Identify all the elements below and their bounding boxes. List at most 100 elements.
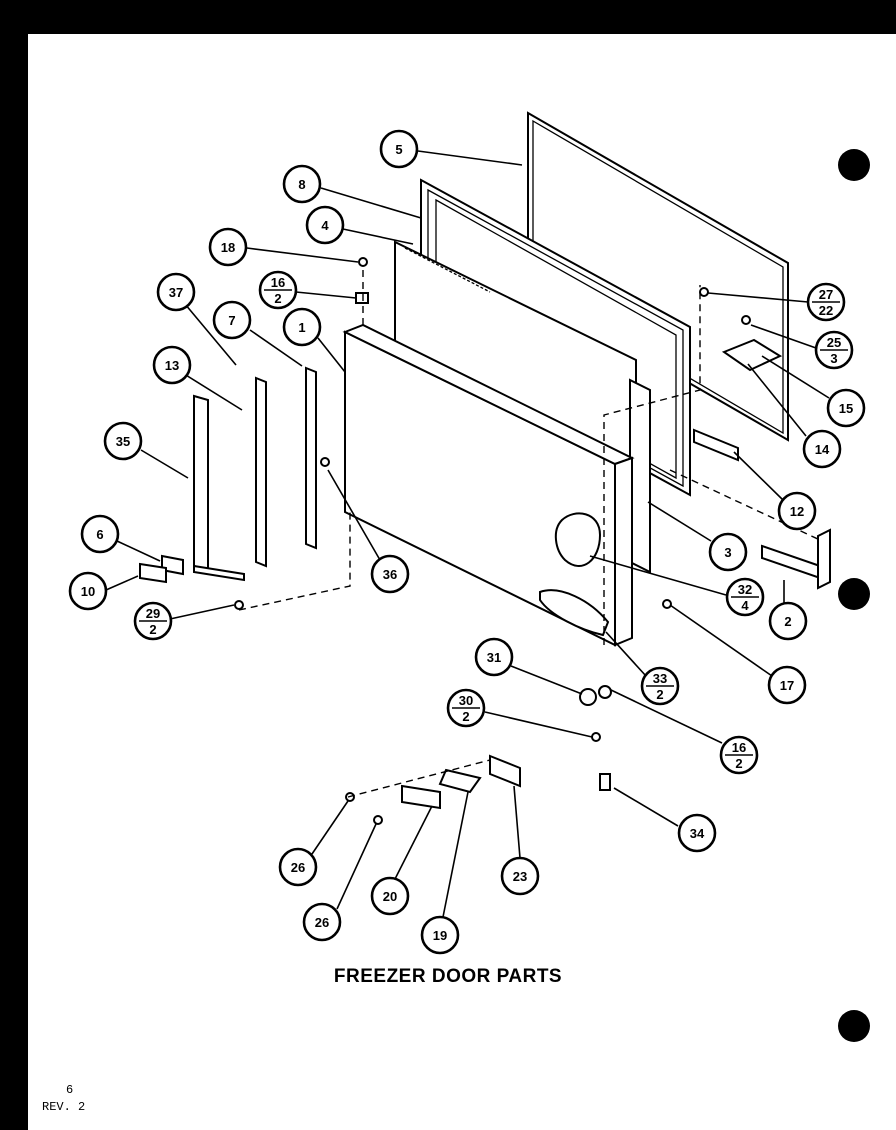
callout-1-label: 1	[298, 320, 305, 335]
part-20-hinge-pin	[401, 784, 441, 810]
callout-7-label: 7	[228, 313, 235, 328]
callout-19-label: 19	[433, 928, 447, 943]
callout-25-3-num: 25	[827, 335, 841, 350]
callout-15: 15	[826, 388, 866, 428]
callout-30-2-den: 2	[462, 709, 469, 724]
callout-16-2-lower-num: 16	[732, 740, 746, 755]
callout-15-label: 15	[839, 401, 853, 416]
part-27-screw	[699, 287, 709, 297]
part-31-washer	[579, 688, 597, 706]
callout-32-4-den: 4	[741, 598, 749, 613]
part-37-trim-strip	[255, 376, 267, 568]
callout-6-label: 6	[96, 527, 103, 542]
revision-label: REV. 2	[42, 1100, 86, 1114]
callout-3-label: 3	[724, 545, 731, 560]
callout-34: 34	[677, 813, 717, 853]
part-34-pin	[599, 773, 611, 791]
callout-29-2-den: 2	[149, 622, 156, 637]
part-16-bushing-upper	[355, 292, 369, 304]
callout-37: 37	[156, 272, 196, 312]
callout-23: 23	[500, 856, 540, 896]
part-26-screw-b	[373, 815, 383, 825]
callout-12: 12	[777, 491, 817, 531]
callout-1: 1	[282, 307, 322, 347]
callout-31: 31	[474, 637, 514, 677]
callout-25-3-den: 3	[830, 351, 837, 366]
leader-lines	[105, 150, 830, 918]
page-number: 6	[66, 1083, 74, 1097]
callout-16-2-lower-den: 2	[735, 756, 742, 771]
callout-14-label: 14	[815, 442, 830, 457]
alignment-line-bottom	[347, 759, 491, 798]
callout-2-label: 2	[784, 614, 791, 629]
callout-19: 19	[420, 915, 460, 955]
part-18-screw	[358, 257, 368, 267]
part-16-bushing-lower	[598, 685, 612, 699]
part-1-door-panel	[342, 323, 635, 647]
callout-26-a: 26	[278, 847, 318, 887]
callout-27-22-num: 27	[819, 287, 833, 302]
callout-33-2-den: 2	[656, 687, 663, 702]
callout-30-2: 302	[446, 688, 486, 728]
part-7-trim-strip	[305, 366, 317, 550]
callout-37-label: 37	[169, 285, 183, 300]
part-12-bracket	[693, 428, 739, 462]
callout-3: 3	[708, 532, 748, 572]
callout-16-2-upper-num: 16	[271, 275, 285, 290]
part-30-screw	[591, 732, 601, 742]
callout-29-2-num: 29	[146, 606, 160, 621]
part-6-plug	[161, 554, 184, 576]
callout-30-2-num: 30	[459, 693, 473, 708]
callout-18-label: 18	[221, 240, 235, 255]
part-2-hinge	[761, 528, 831, 590]
callout-13-label: 13	[165, 358, 179, 373]
part-19-shim	[438, 768, 482, 794]
callout-33-2-num: 33	[653, 671, 667, 686]
part-14-bracket	[721, 338, 783, 372]
punch-hole-bottom	[838, 1010, 870, 1042]
callout-32-4: 324	[725, 577, 765, 617]
callout-12-label: 12	[790, 504, 804, 519]
alignment-line-right	[603, 285, 701, 645]
callout-8-label: 8	[298, 177, 305, 192]
part-25-screw	[741, 315, 751, 325]
callout-31-label: 31	[487, 650, 501, 665]
callout-6: 6	[80, 514, 120, 554]
callout-10: 10	[68, 571, 108, 611]
part-23-hinge-plate	[489, 754, 521, 788]
callout-20-label: 20	[383, 889, 397, 904]
punch-hole-middle	[838, 578, 870, 610]
callout-16-2-lower: 162	[719, 735, 759, 775]
callout-20: 20	[370, 876, 410, 916]
callout-4: 4	[305, 205, 345, 245]
callout-14: 14	[802, 429, 842, 469]
callout-5: 5	[379, 129, 419, 169]
diagram-title: FREEZER DOOR PARTS	[333, 966, 563, 987]
callout-35-label: 35	[116, 434, 130, 449]
callout-17-label: 17	[780, 678, 794, 693]
callout-29-2: 292	[133, 601, 173, 641]
punch-hole-top	[838, 149, 870, 181]
part-5-outer-panel	[527, 111, 789, 442]
callout-33-2: 332	[640, 666, 680, 706]
callout-25-3: 253	[814, 330, 854, 370]
callout-16-2-upper: 162	[258, 270, 298, 310]
callout-34-label: 34	[690, 826, 705, 841]
callout-36-label: 36	[383, 567, 397, 582]
callout-16-2-upper-den: 2	[274, 291, 281, 306]
part-17-screw	[662, 599, 672, 609]
callout-18: 18	[208, 227, 248, 267]
callout-4-label: 4	[321, 218, 329, 233]
part-29-screw	[234, 600, 244, 610]
callout-17: 17	[767, 665, 807, 705]
callout-35: 35	[103, 421, 143, 461]
part-36-screw	[320, 457, 330, 467]
callout-5-label: 5	[395, 142, 402, 157]
callout-2: 2	[768, 601, 808, 641]
callout-32-4-num: 32	[738, 582, 752, 597]
callout-26-a-label: 26	[291, 860, 305, 875]
callout-26-b: 26	[302, 902, 342, 942]
part-13-trim-strip	[193, 394, 245, 582]
